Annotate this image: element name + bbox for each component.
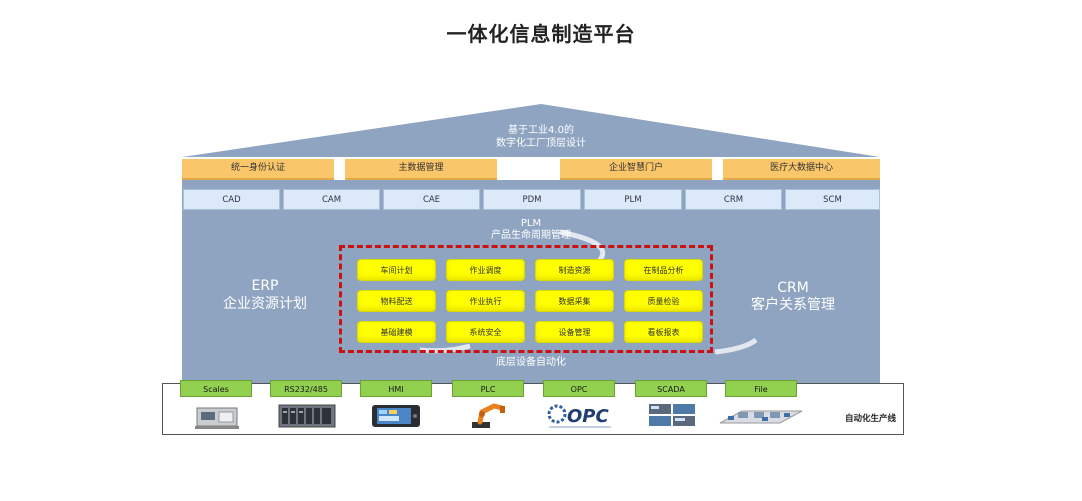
module-wip-analysis: 在制品分析: [624, 259, 703, 281]
bottom-automation-label: 底层设备自动化: [496, 357, 566, 368]
mes-dashed-box: [339, 245, 713, 353]
device-label-opc: OPC: [543, 380, 615, 397]
module-system-security: 系统安全: [446, 321, 525, 343]
hmi-icon: [372, 405, 420, 427]
module-kanban-reports: 看板报表: [624, 321, 703, 343]
device-label-plc: PLC: [452, 380, 524, 397]
plm-label-line1: PLM: [520, 218, 542, 229]
page-title: 一体化信息制造平台: [446, 22, 636, 46]
roof-caption-line2: 数字化工厂顶层设计: [496, 138, 586, 149]
erp-subtitle: 企业资源计划: [223, 296, 307, 312]
pillar-unified-auth: 统一身份认证: [182, 159, 334, 180]
system-cad: CAD: [183, 189, 280, 210]
system-scm: SCM: [785, 189, 880, 210]
module-equipment-management: 设备管理: [535, 321, 614, 343]
module-job-execution: 作业执行: [446, 290, 525, 312]
crm-title: CRM: [777, 280, 809, 296]
house-body: [182, 211, 880, 385]
module-data-collection: 数据采集: [535, 290, 614, 312]
device-label-scada: SCADA: [635, 380, 707, 397]
system-plm: PLM: [584, 189, 682, 210]
module-quality-inspection: 质量检验: [624, 290, 703, 312]
opc-logo-text: OPC: [567, 406, 609, 427]
automation-line-label: 自动化生产线: [845, 414, 897, 424]
pillar-enterprise-portal: 企业智慧门户: [560, 159, 712, 180]
factory-line-icon: [719, 410, 803, 424]
module-manufacturing-resources: 制造资源: [535, 259, 614, 281]
crm-subtitle: 客户关系管理: [751, 297, 835, 313]
device-label-scales: Scales: [180, 380, 252, 397]
pillar-medical-big-data: 医疗大数据中心: [723, 159, 880, 180]
system-pdm: PDM: [483, 189, 581, 210]
device-label-file: File: [725, 380, 797, 397]
module-material-delivery: 物料配送: [357, 290, 436, 312]
device-label-hmi: HMI: [360, 380, 432, 397]
scada-icon: [649, 404, 695, 426]
module-job-scheduling: 作业调度: [446, 259, 525, 281]
system-cae: CAE: [383, 189, 480, 210]
erp-title: ERP: [251, 278, 279, 294]
roof-caption-line1: 基于工业4.0的: [508, 125, 574, 136]
device-label-rs232: RS232/485: [270, 380, 342, 397]
opc-logo: OPC: [547, 404, 611, 428]
rs232-icon: [278, 404, 336, 428]
module-workshop-plan: 车间计划: [357, 259, 436, 281]
system-crm: CRM: [685, 189, 782, 210]
module-base-modeling: 基础建模: [357, 321, 436, 343]
plm-label-line2: 产品生命周期管理: [491, 230, 571, 241]
pillar-master-data: 主数据管理: [345, 159, 497, 180]
roof-shape: [182, 104, 880, 157]
system-cam: CAM: [283, 189, 380, 210]
scales-icon: [195, 407, 239, 429]
robot-icon: [472, 403, 505, 428]
